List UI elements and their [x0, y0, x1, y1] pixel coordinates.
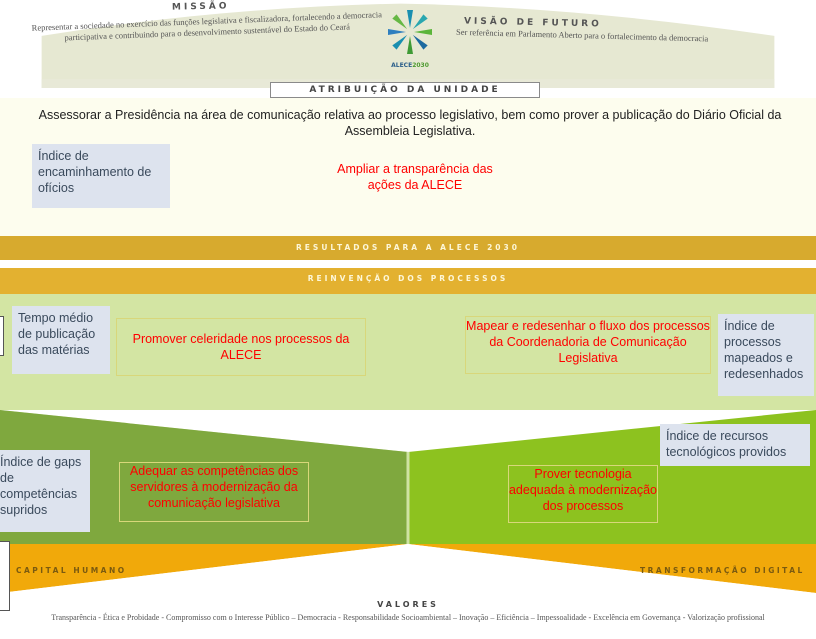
indicator-encaminhamento: Índice de encaminhamento de ofícios [32, 144, 170, 208]
objective-mapear-frame [465, 316, 711, 374]
objective-prover: Prover tecnologia adequada à modernizaçã… [508, 467, 658, 513]
reinvencao-label: REINVENÇÃO DOS PROCESSOS [307, 274, 509, 283]
divider [0, 260, 816, 268]
indicator-gaps-competencias: Índice de gaps de competências supridos [0, 450, 90, 532]
objective-prover-frame [508, 465, 658, 523]
objective-mapear: Mapear e redesenhar o fluxo dos processo… [466, 319, 710, 365]
atribuicao-label: ATRIBUIÇÃO DA UNIDADE [270, 82, 540, 98]
missao-title: MISSÃO [171, 1, 230, 13]
bracket-decoration [0, 541, 10, 611]
atribuicao-text: Assessorar a Presidência na área de comu… [38, 108, 782, 138]
logo-text: ALECE2030 [384, 62, 436, 69]
indicator-tempo-medio: Tempo médio de publicação das matérias [12, 306, 110, 374]
perspectives-split [0, 410, 816, 593]
objective-celeridade-frame [116, 318, 366, 376]
resultados-label: RESULTADOS PARA A ALECE 2030 [296, 243, 520, 252]
logo-year: 2030 [412, 62, 429, 69]
objective-transparencia: Ampliar a transparência das ações da ALE… [337, 162, 493, 192]
valores-text: Transparência - Ética e Probidade - Comp… [51, 613, 765, 622]
indicator-processos-mapeados: Índice de processos mapeados e redesenha… [718, 314, 814, 396]
indicator-recursos-tecnologicos: Índice de recursos tecnológicos providos [660, 424, 810, 466]
transformacao-digital-label: TRANSFORMAÇÃO DIGITAL [640, 566, 805, 575]
bracket-decoration [0, 316, 4, 356]
objective-adequar-frame [119, 462, 309, 522]
capital-humano-label: CAPITAL HUMANO [16, 566, 127, 575]
processos-panel [0, 294, 816, 410]
resultados-band [0, 236, 816, 260]
objective-adequar: Adequar as competências dos servidores à… [129, 464, 299, 510]
reinvencao-band [0, 268, 816, 294]
objective-celeridade: Promover celeridade nos processos da ALE… [132, 332, 350, 362]
valores-title: VALORES [377, 600, 439, 609]
logo-name: ALECE [391, 62, 413, 69]
alece-logo-icon [388, 10, 432, 54]
